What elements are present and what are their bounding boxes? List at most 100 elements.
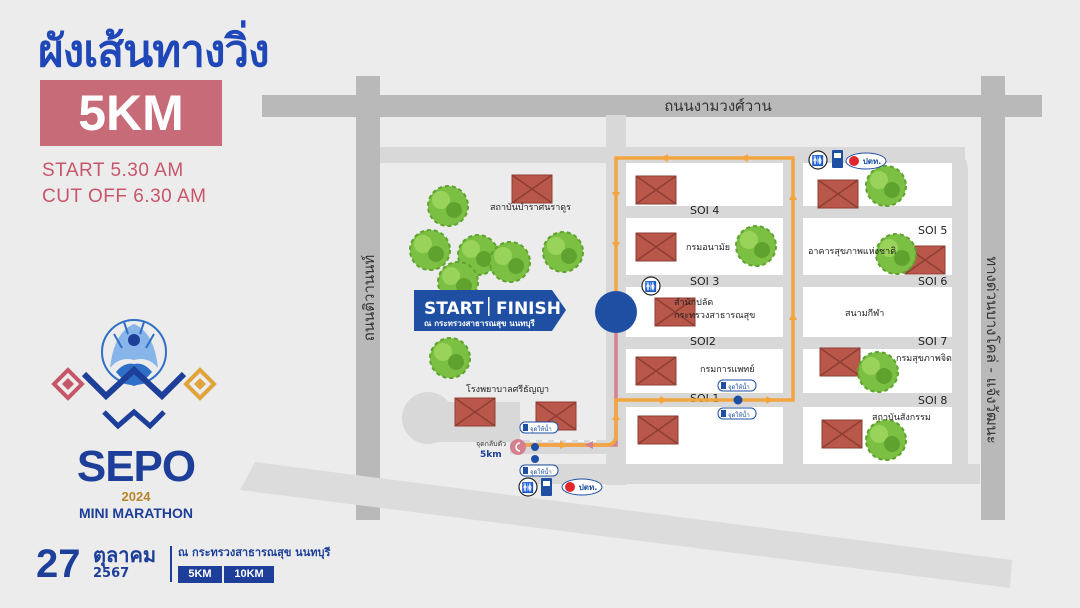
start-finish-label: START FINISH ณ กระทรวงสาธารณสุข นนทบุรี: [414, 290, 566, 331]
route-arrows: [560, 154, 797, 449]
building-label: สถาบันบำราศนราดูร: [490, 202, 571, 213]
sepo-emblem: [51, 319, 217, 430]
tree-icon: [857, 351, 899, 393]
start-location: ณ กระทรวงสาธารณสุข นนทบุรี: [424, 318, 536, 329]
sponsor-name: ปตท.: [579, 483, 598, 492]
arrow-icon: [612, 242, 620, 250]
sponsor-name: ปตท.: [863, 157, 882, 166]
building-icon: [819, 347, 861, 377]
start-time: START 5.30 AM: [42, 160, 184, 181]
building-icon: [635, 232, 677, 262]
soi-label: SOI 6: [918, 275, 947, 288]
arrow-icon: [766, 396, 774, 404]
event-year: 2567: [93, 566, 130, 581]
road-label-left: ถนนติวานนท์: [360, 255, 378, 342]
soi-label: SOI 7: [918, 335, 947, 348]
ptt-logo: ปตท.: [561, 478, 603, 496]
water-cup-icon: [721, 382, 726, 389]
ptt-logo: ปตท.: [845, 152, 887, 170]
building-label: กระทรวงสาธารณสุข: [674, 311, 755, 321]
uturn-distance: 5km: [480, 450, 502, 460]
building-labels: สถาบันบำราศนราดูร กรมอนามัย อาคารสุขภาพแ…: [466, 202, 952, 423]
road-left: [356, 76, 380, 520]
logo-sub: MINI MARATHON: [78, 505, 194, 521]
distance-tag-5km: 5KM: [178, 566, 222, 583]
start-finish-marker: [595, 291, 637, 333]
road-right: [981, 76, 1005, 520]
water-label: จุดให้น้ำ: [728, 409, 750, 419]
tree-icon: [409, 229, 451, 271]
building-label: สนามกีฬา: [845, 308, 884, 319]
building-label: กรมสุขภาพจิต: [896, 353, 952, 364]
road-label-right: ทางด่วนบางโคล่ - แจ้งวัฒนะ: [983, 256, 1001, 444]
event-venue: ณ กระทรวงสาธารณสุข นนทบุรี: [178, 546, 331, 559]
arrow-icon: [740, 154, 748, 162]
cutoff-time: CUT OFF 6.30 AM: [42, 186, 207, 207]
tree-icon: [429, 337, 471, 379]
building-icon: [635, 356, 677, 386]
water-cup-icon: [523, 467, 528, 474]
arrow-icon: [789, 312, 797, 320]
building-label: กรมการแพทย์: [700, 363, 755, 375]
building-label: สำนักปลัด: [674, 297, 713, 308]
building-icon: [817, 179, 859, 209]
logo-year: 2024: [121, 489, 151, 504]
arrow-icon: [612, 412, 620, 420]
fuel-icon: [541, 478, 552, 496]
arrow-icon: [660, 396, 668, 404]
soi-label: SOI 8: [918, 394, 947, 407]
water-station-dot: [531, 455, 539, 463]
toilet-icon: 🚻: [518, 477, 538, 497]
road-diagonal: [240, 462, 1012, 588]
building-icon: [637, 415, 679, 445]
tree-icon: [489, 241, 531, 283]
distance-badge: 5KM: [40, 80, 222, 146]
arrow-icon: [612, 192, 620, 200]
amenities: 🚻 ปตท. 🚻 🚻: [518, 150, 887, 497]
building-label: สถาบันสังกรรม: [872, 413, 931, 423]
svg-text:🚻: 🚻: [645, 280, 657, 293]
uturn-icon: [510, 439, 526, 455]
thai-pattern-icon: [51, 365, 217, 430]
water-station-dot: [531, 443, 539, 451]
uturn-label: จุดกลับตัว: [476, 440, 506, 448]
soi-label: SOI 5: [918, 224, 947, 237]
water-cup-icon: [721, 410, 726, 417]
water-station-dot: [733, 395, 743, 405]
arrow-icon: [660, 154, 668, 162]
uturn-point: จุดกลับตัว 5km: [476, 439, 526, 460]
page-title: ผังเส้นทางวิ่ง: [38, 26, 270, 77]
water-cup-icon: [523, 424, 528, 431]
water-label: จุดให้น้ำ: [530, 466, 552, 476]
building-icon: [454, 397, 496, 427]
tree-icon: [865, 165, 907, 207]
tree-icon: [865, 419, 907, 461]
sepo-logo-text: SEPO 2024 MINI MARATHON: [76, 442, 196, 522]
soi-label: SOI2: [690, 335, 716, 348]
building-label: อาคารสุขภาพแห่งชาติ: [808, 246, 896, 257]
tree-icon: [542, 231, 584, 273]
road-label-top: ถนนงามวงศ์วาน: [664, 97, 772, 115]
event-month: ตุลาคม: [93, 543, 157, 567]
building-label: โรงพยาบาลศรีธัญญา: [466, 384, 549, 395]
svg-text:🚻: 🚻: [522, 481, 534, 494]
logo-main: SEPO: [76, 442, 196, 491]
arrow-icon: [789, 192, 797, 200]
toilet-icon: 🚻: [808, 150, 828, 170]
svg-text:🚻: 🚻: [812, 154, 824, 167]
distance-tag-10km: 10KM: [224, 566, 274, 583]
water-label: จุดให้น้ำ: [728, 381, 750, 391]
fuel-icon: [832, 150, 843, 168]
water-stations: จุดให้น้ำ จุดให้น้ำ จุดให้น้ำ จุดให้น้ำ: [519, 379, 757, 477]
event-day: 27: [36, 542, 81, 586]
finish-text: FINISH: [496, 299, 561, 319]
building-label: กรมอนามัย: [686, 243, 730, 253]
soi-label: SOI 4: [690, 204, 719, 217]
arrow-icon: [585, 441, 593, 449]
tree-icon: [427, 185, 469, 227]
toilet-icon: 🚻: [641, 276, 661, 296]
soi-label: SOI 3: [690, 275, 719, 288]
start-text: START: [424, 299, 484, 319]
